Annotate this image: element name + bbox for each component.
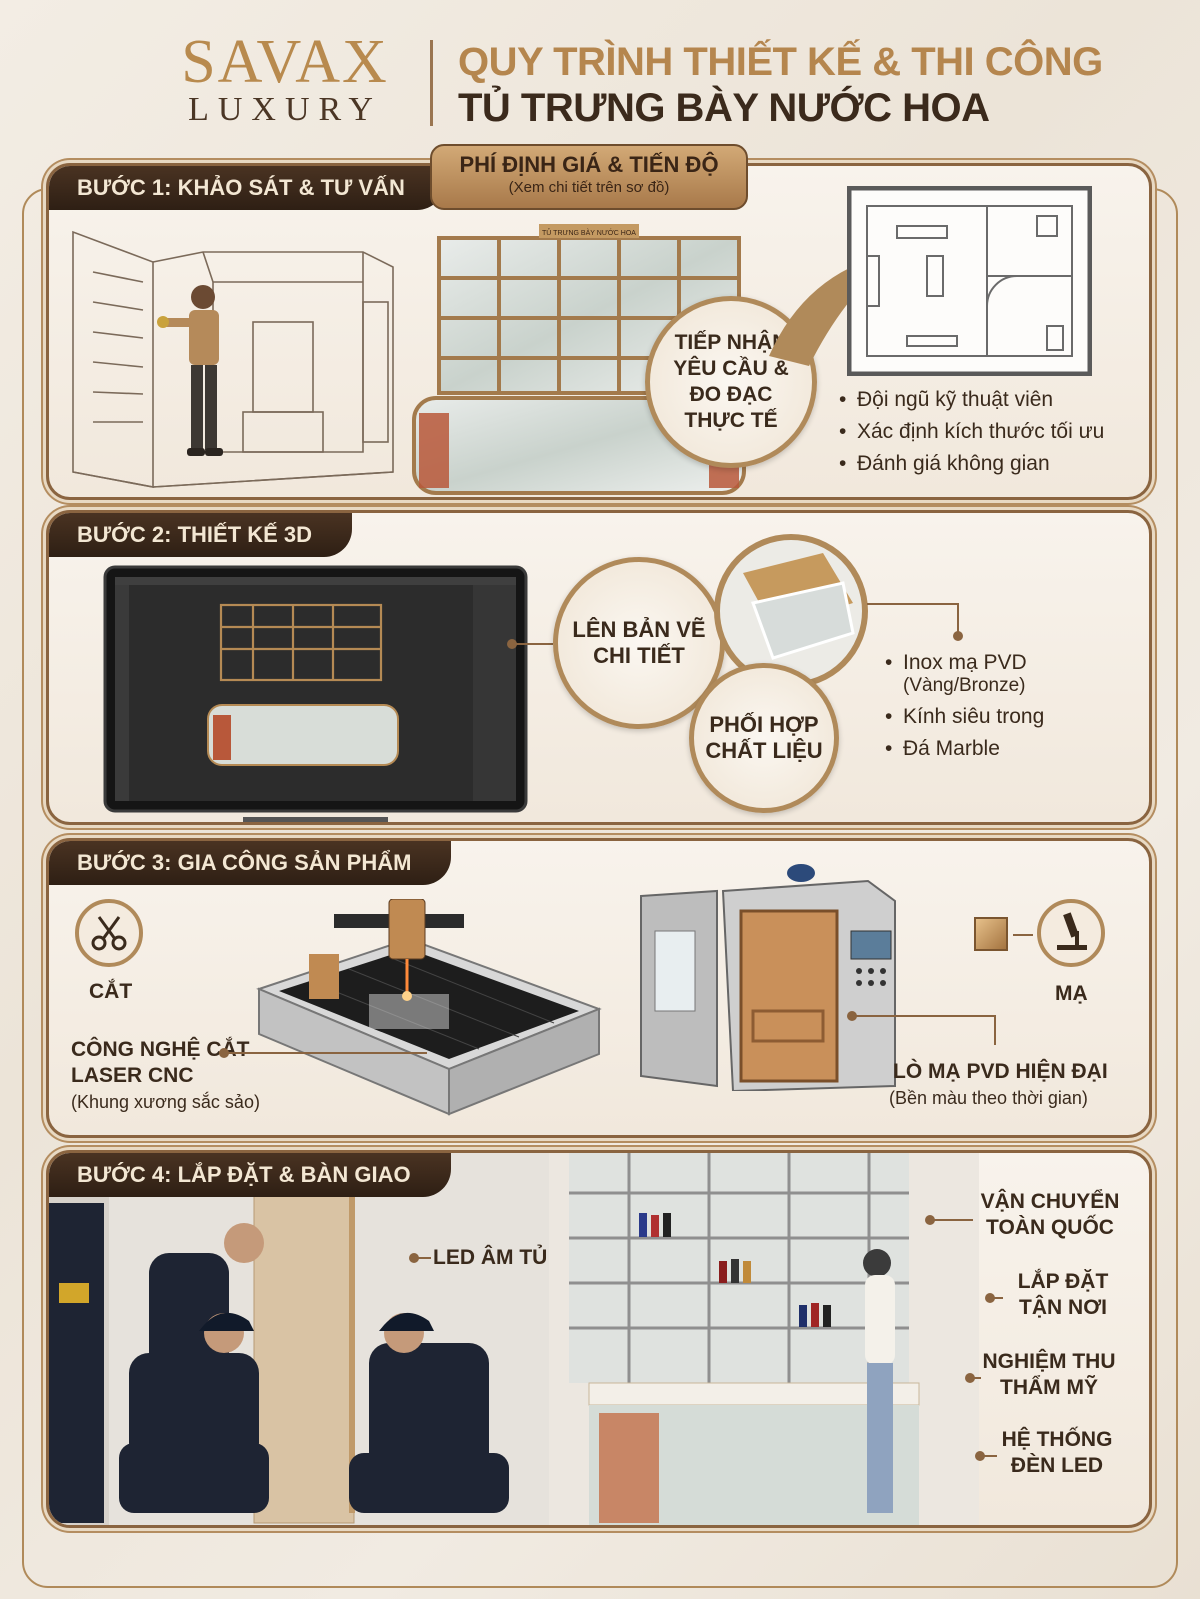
material-connector-dot — [953, 631, 963, 641]
led-connector-line — [417, 1257, 431, 1259]
material-connector-line — [867, 603, 959, 605]
cut-label: CẮT — [89, 980, 133, 1003]
step-3-label: BƯỚC 3: GIA CÔNG SẢN PHẨM — [49, 841, 452, 885]
fee-subtitle: (Xem chi tiết trên sơ đồ) — [508, 179, 670, 196]
step-1-bullets: Đội ngũ kỹ thuật viên Xác định kích thướ… — [839, 384, 1104, 480]
inspection-connector-dot — [965, 1373, 975, 1383]
led-system-connector-line — [983, 1455, 997, 1457]
cnc-connector-dot — [219, 1048, 229, 1058]
bullet-optimal-size: Xác định kích thước tối ưu — [839, 416, 1104, 448]
step-2-panel: BƯỚC 2: THIẾT KẾ 3D LÊN BẢN VẼ CHI TIẾT … — [46, 510, 1152, 825]
bullet-pvd-stainless: Inox mạ PVD — [885, 647, 1044, 679]
material-sample-circle — [714, 534, 868, 688]
step-4-label: BƯỚC 4: LẮP ĐẶT & BÀN GIAO — [49, 1153, 451, 1197]
floor-plan-drawing — [847, 186, 1092, 376]
microscope-icon — [1037, 899, 1105, 967]
design-monitor-illustration — [103, 565, 528, 822]
cnc-title: CÔNG NGHỆ CẮT LASER CNC — [71, 1038, 250, 1087]
fee-title: PHÍ ĐỊNH GIÁ & TIẾN ĐỘ — [459, 152, 719, 177]
installation-team-photo — [49, 1153, 549, 1525]
detailed-drawing-circle: LÊN BẢN VẼ CHI TIẾT — [553, 557, 725, 729]
bullet-pvd-color-note: (Vàng/Bronze) — [903, 675, 1026, 696]
step-2-bullets: Inox mạ PVD (Vàng/Bronze) Kính siêu tron… — [885, 647, 1044, 765]
room-survey-illustration — [72, 230, 394, 488]
shipping-connector-line — [933, 1219, 973, 1221]
header: SAVAX LUXURY QUY TRÌNH THIẾT KẾ & THI CÔ… — [0, 0, 1200, 150]
shipping-connector-dot — [925, 1215, 935, 1225]
pvd-coating-furnace — [640, 864, 896, 1091]
step-4-panel: LED ÂM TỦ BƯỚC 4: LẮP ĐẶT & BÀN GIAO VẬN… — [46, 1150, 1152, 1528]
brand-logo-luxury: LUXURY — [188, 91, 382, 128]
bullet-marble: Đá Marble — [885, 733, 1044, 765]
bullet-space-evaluation: Đánh giá không gian — [839, 448, 1104, 480]
led-system-connector-dot — [975, 1451, 985, 1461]
led-system-label: HỆ THỐNG ĐÈN LED — [1001, 1428, 1113, 1477]
aesthetic-inspection-label: NGHIỆM THU THẨM MỸ — [982, 1350, 1116, 1399]
led-recessed-label: LED ÂM TỦ — [433, 1246, 548, 1269]
onsite-installation-label: LẮP ĐẶT TẬN NƠI — [1017, 1270, 1109, 1319]
callout-pointer — [769, 251, 904, 366]
cnc-connector-line — [227, 1052, 427, 1054]
step-3-panel: BƯỚC 3: GIA CÔNG SẢN PHẨM CẮT CÔNG NGHỆ … — [46, 838, 1152, 1138]
finished-showroom-photo — [549, 1153, 979, 1525]
step-2-label: BƯỚC 2: THIẾT KẾ 3D — [49, 513, 353, 557]
page-title-line-2: TỦ TRƯNG BÀY NƯỚC HOA — [458, 86, 990, 130]
onsite-connector-dot — [985, 1293, 995, 1303]
pvd-connector-line — [855, 1015, 995, 1017]
cnc-subtitle: (Khung xương sắc sảo) — [71, 1092, 260, 1112]
plate-label: MẠ — [1055, 982, 1088, 1005]
cabinet-sign-text: TỦ TRƯNG BÀY NƯỚC HOA — [542, 228, 636, 237]
gold-plate-swatch — [974, 917, 1008, 951]
led-connector-dot — [409, 1253, 419, 1263]
brand-logo-savax: SAVAX — [181, 28, 389, 96]
bullet-technicians: Đội ngũ kỹ thuật viên — [839, 384, 1104, 416]
inspection-connector-line — [973, 1377, 981, 1379]
plating-connector-line — [1013, 934, 1033, 936]
page-title-line-1: QUY TRÌNH THIẾT KẾ & THI CÔNG — [458, 40, 1103, 84]
pvd-title: LÒ MẠ PVD HIỆN ĐẠI — [893, 1060, 1108, 1083]
pvd-connector-vertical — [994, 1015, 996, 1045]
material-connector-vertical — [957, 603, 959, 633]
onsite-connector-line — [993, 1297, 1003, 1299]
header-divider — [430, 40, 433, 126]
step-1-label: BƯỚC 1: KHẢO SÁT & TƯ VẤN — [49, 166, 445, 210]
monitor-connector-line — [515, 643, 553, 645]
step-1-panel: BƯỚC 1: KHẢO SÁT & TƯ VẤN — [46, 163, 1152, 500]
bullet-ultra-clear-glass: Kính siêu trong — [885, 701, 1044, 733]
material-combination-circle: PHỐI HỢP CHẤT LIỆU — [689, 663, 839, 813]
pvd-subtitle: (Bền màu theo thời gian) — [889, 1088, 1088, 1108]
fee-schedule-tab[interactable]: PHÍ ĐỊNH GIÁ & TIẾN ĐỘ (Xem chi tiết trê… — [430, 144, 748, 210]
nationwide-shipping-label: VẬN CHUYỂN TOÀN QUỐC — [980, 1190, 1120, 1239]
scissors-icon — [75, 899, 143, 967]
cnc-laser-machine — [256, 899, 602, 1116]
pvd-connector-dot — [847, 1011, 857, 1021]
monitor-connector-dot — [507, 639, 517, 649]
